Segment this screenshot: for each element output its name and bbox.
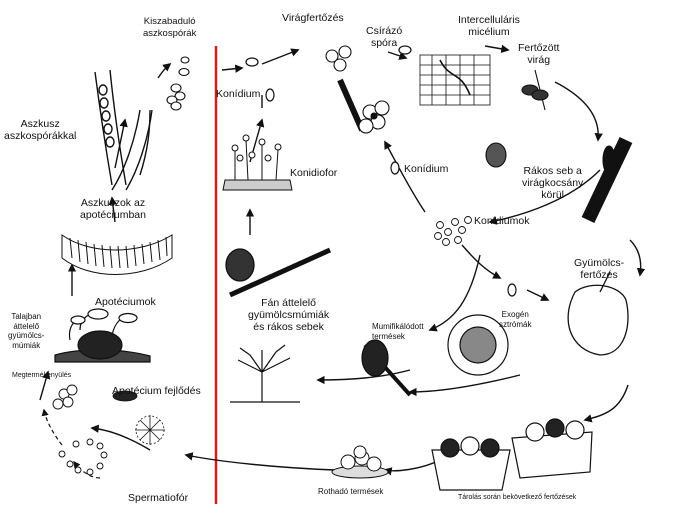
flower-infection xyxy=(325,45,390,134)
label-gyumolcs-fertozes: Gyümölcs-fertőzés xyxy=(574,257,625,281)
label-tarolas-fertozesek: Tárolás során bekövetkező fertőzések xyxy=(458,494,577,501)
label-konidium-left: Konídium xyxy=(216,88,261,100)
fruit-infection xyxy=(567,271,629,356)
label-konidiumok: Konídiumok xyxy=(474,215,530,227)
label-viragfertozes: Virágfertőzés xyxy=(282,12,344,24)
apothecia-on-mummy xyxy=(54,308,151,363)
cycle-arrows xyxy=(39,44,646,476)
label-rothado-termesek: Rothadó termések xyxy=(318,487,384,496)
spermatiophore-ring xyxy=(52,384,108,476)
label-megtermekenyules: Megtermékenyülés xyxy=(12,372,72,379)
intercellular-mycelium xyxy=(419,54,491,106)
released-ascospores xyxy=(166,56,190,111)
exogenous-stroma-fruit xyxy=(447,314,509,376)
rotting-fruit-pile xyxy=(331,445,389,479)
label-konidiofor: Konidiofor xyxy=(290,167,338,179)
storage-baskets xyxy=(431,418,593,491)
overwintering-branch xyxy=(225,247,332,298)
conidia-cluster xyxy=(434,216,472,246)
conidiophore-mat xyxy=(222,134,293,191)
dashed-arrows xyxy=(41,408,101,479)
mummified-fruit xyxy=(361,339,412,397)
infected-blossom xyxy=(521,69,549,111)
apothecium-development xyxy=(112,390,165,445)
label-apotecium-fejlodes: Apotécium fejlődés xyxy=(112,385,201,397)
label-apoteciumok: Apotéciumok xyxy=(95,296,156,308)
apothecium-section xyxy=(61,234,173,275)
label-konidium-center: Konídium xyxy=(404,163,449,175)
bare-tree xyxy=(230,344,300,403)
label-spermatiofor: Spermatiofór xyxy=(128,492,189,504)
ascus-illustration xyxy=(94,69,153,191)
conidia-spores xyxy=(245,45,517,297)
canker-branch xyxy=(485,136,633,224)
